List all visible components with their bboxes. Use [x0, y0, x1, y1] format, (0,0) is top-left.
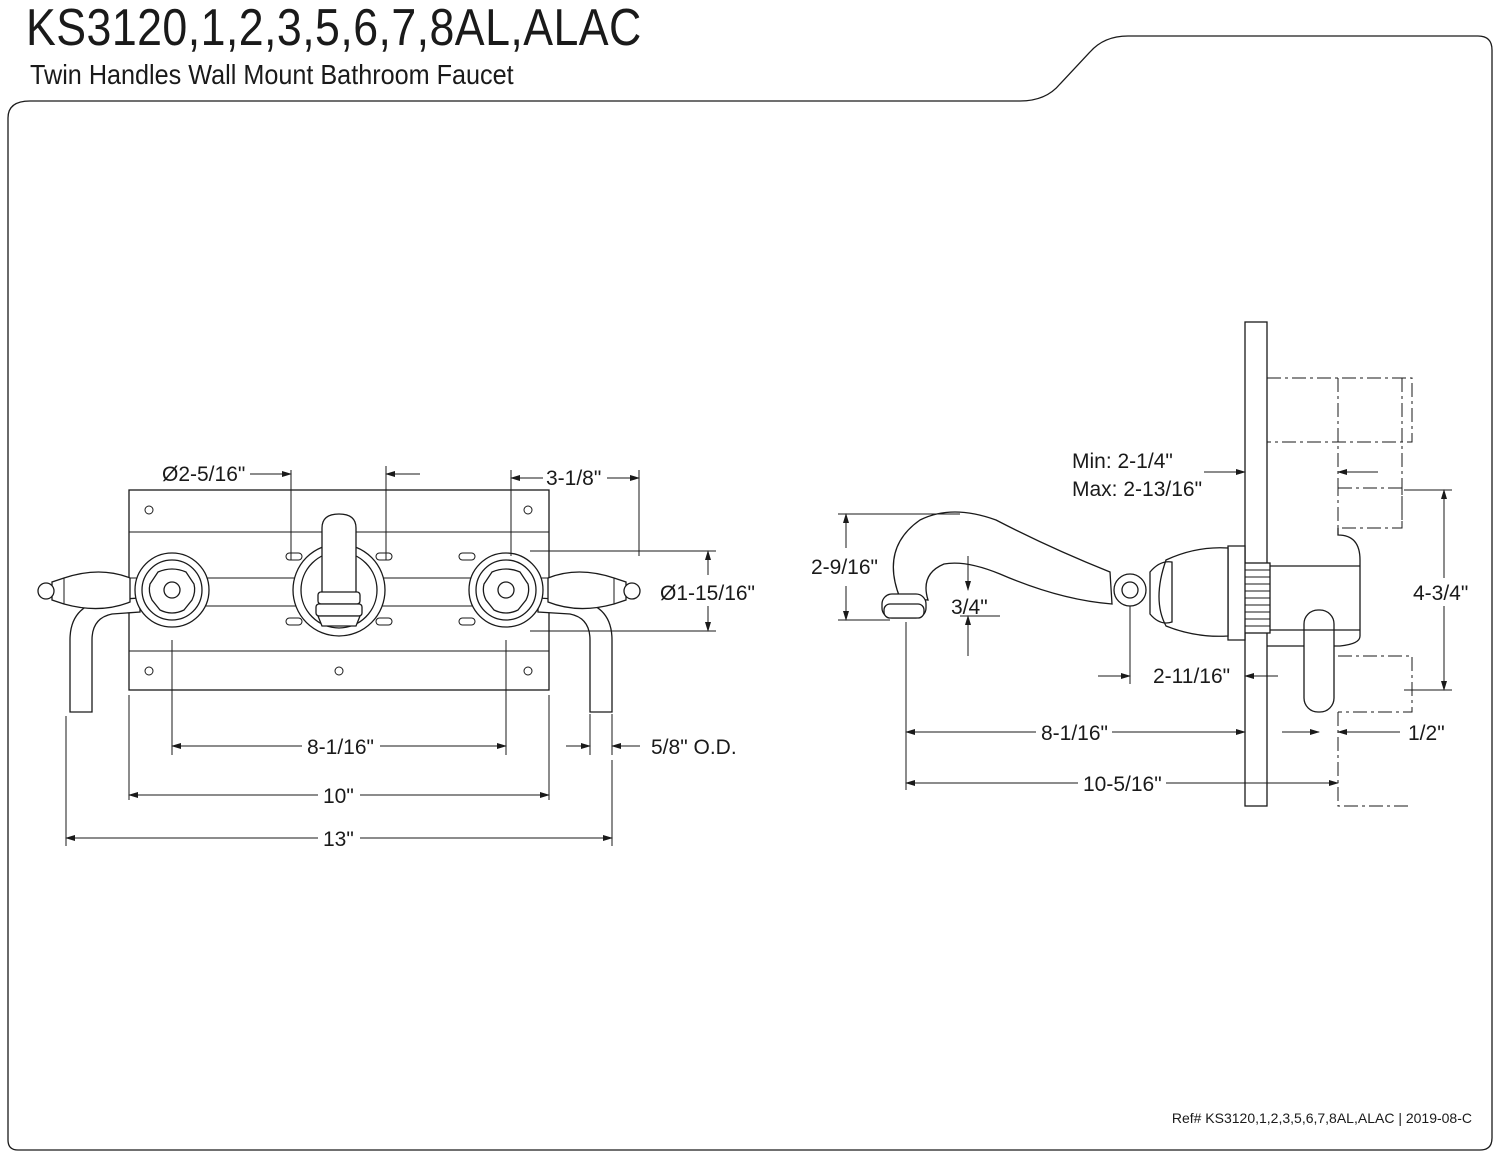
dim-wall-max: Max: 2-13/16" — [1072, 478, 1202, 501]
drawing-subtitle: Twin Handles Wall Mount Bathroom Faucet — [30, 59, 514, 90]
dim-overall-depth: 10-5/16" — [1083, 773, 1162, 796]
sheet-border — [7, 35, 1493, 1151]
dim-supply-od: 5/8" O.D. — [651, 736, 737, 759]
dim-valve-height: 4-3/4" — [1413, 582, 1468, 605]
dim-handle-spacing: 8-1/16" — [307, 736, 374, 759]
dim-spout-reach: 8-1/16" — [1041, 722, 1108, 745]
left-handle — [37, 552, 210, 628]
drawing-reference: Ref# KS3120,1,2,3,5,6,7,8AL,ALAC | 2019-… — [1171, 1110, 1472, 1126]
right-handle — [468, 552, 641, 628]
front-view: Ø2-5/16" 3-1/8" Ø1-15/16" 8-1/16" 5/8" O… — [37, 463, 755, 851]
side-view: Min: 2-1/4" Max: 2-13/16" 2-9/16" 3/4" 2… — [811, 321, 1468, 807]
dim-escutcheon-dia: Ø2-5/16" — [162, 463, 245, 486]
dim-spout-drop: 3/4" — [951, 596, 988, 619]
drawing-title: KS3120,1,2,3,5,6,7,8AL,ALAC — [26, 0, 642, 57]
handle-stub — [1303, 609, 1335, 713]
dim-handle-offset: 3-1/8" — [546, 467, 601, 490]
dim-plate-width: 10" — [323, 785, 354, 808]
spout-side — [892, 511, 1113, 605]
dim-spout-offset: 2-11/16" — [1153, 665, 1230, 688]
dim-wall-min: Min: 2-1/4" — [1072, 450, 1173, 473]
spout-front — [292, 513, 386, 637]
dim-overall-width: 13" — [323, 828, 354, 851]
dim-spout-height: 2-9/16" — [811, 556, 878, 579]
dim-flange-dia: Ø1-15/16" — [660, 582, 755, 605]
dim-pipe: 1/2" — [1408, 722, 1445, 745]
